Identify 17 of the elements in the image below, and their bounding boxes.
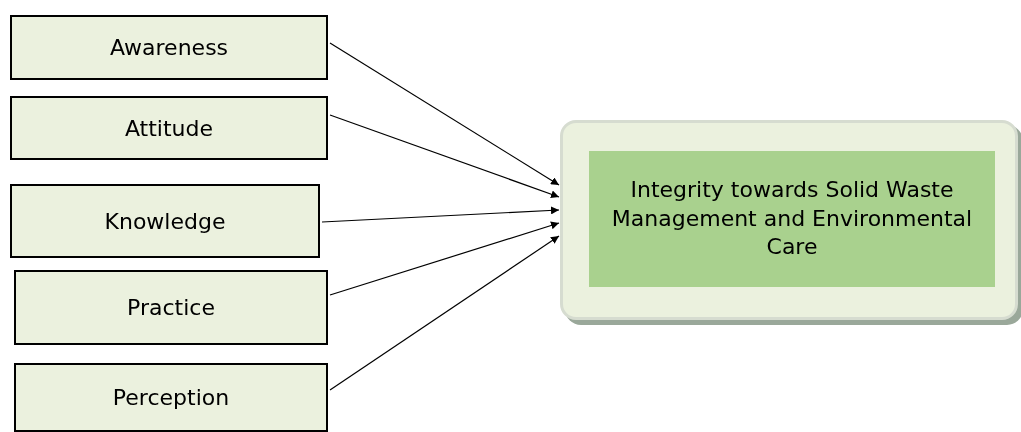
arrow xyxy=(321,206,560,223)
text-box xyxy=(14,270,328,345)
box-label: Attitude xyxy=(124,115,214,141)
box-label: Practice xyxy=(127,295,215,320)
arrow xyxy=(329,221,560,296)
text-box xyxy=(14,363,328,432)
text-box xyxy=(10,184,320,258)
box-label: Integrity towards Solid Waste Management and Environmental Care xyxy=(610,176,974,262)
text-box xyxy=(10,15,328,80)
text-box xyxy=(10,96,328,160)
box-label: Knowledge xyxy=(104,208,226,234)
arrow xyxy=(329,42,560,186)
arrow xyxy=(329,114,560,199)
text-box xyxy=(589,151,995,287)
arrow xyxy=(329,235,560,391)
box-label: Awareness xyxy=(109,35,229,60)
box-label: Perception xyxy=(112,385,230,410)
